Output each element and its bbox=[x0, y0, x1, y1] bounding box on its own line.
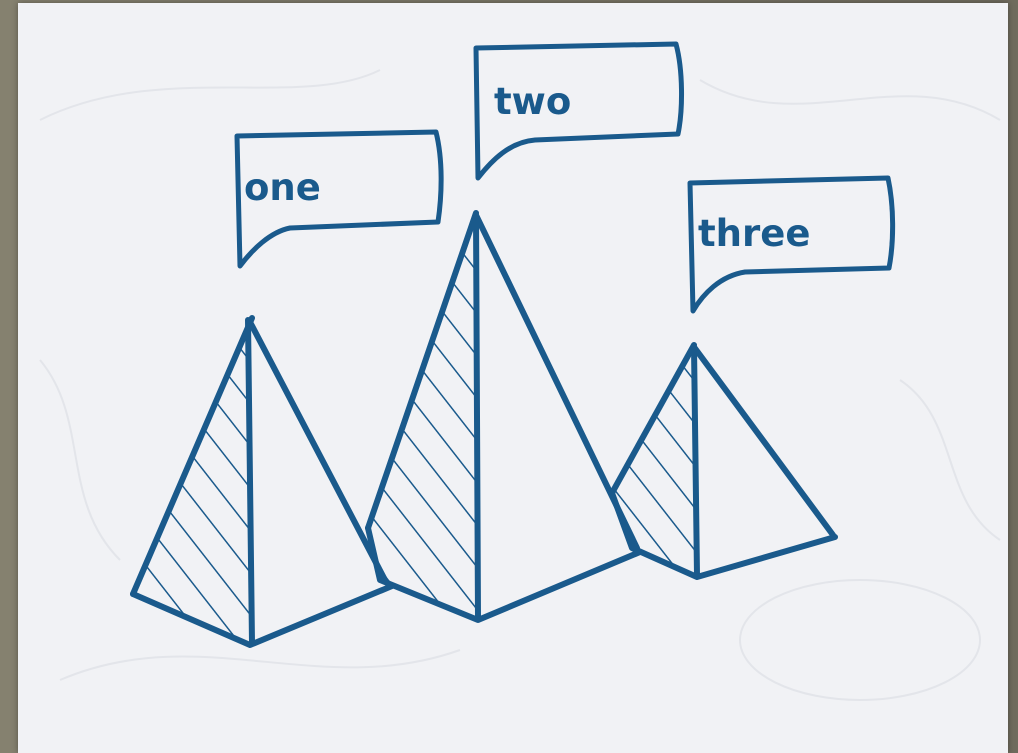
callout-one: one bbox=[234, 129, 444, 269]
callout-three: three bbox=[687, 175, 896, 314]
pyramid-one-left-edge bbox=[130, 315, 255, 597]
callout-two: two bbox=[473, 41, 684, 181]
pyramid-one-center-edge bbox=[245, 317, 255, 646]
pyramid-three bbox=[609, 342, 838, 580]
pyramid-three-right-edge bbox=[691, 344, 836, 538]
callout-one-bubble bbox=[234, 129, 444, 269]
pyramid-one bbox=[130, 315, 395, 648]
pyramid-one-right-edge bbox=[247, 319, 388, 583]
pyramid-one-base bbox=[130, 583, 395, 648]
pyramid-two-left-edge bbox=[365, 210, 479, 531]
callout-three-bubble bbox=[687, 175, 896, 314]
background-doodles bbox=[39, 69, 1001, 701]
pyramid-sketch: one two three bbox=[39, 41, 1001, 701]
pyramid-two-base bbox=[365, 525, 643, 623]
pyramid-two-center-edge bbox=[473, 212, 481, 621]
pyramid-three-base bbox=[609, 490, 838, 580]
pyramid-three-center-edge bbox=[691, 344, 700, 578]
pyramid-two bbox=[365, 210, 643, 623]
pyramid-three-left-edge bbox=[609, 342, 697, 496]
label-three: three bbox=[698, 212, 810, 255]
label-one: one bbox=[244, 166, 321, 209]
pyramid-three-hatching bbox=[612, 345, 696, 575]
callout-two-bubble bbox=[473, 41, 684, 181]
label-two: two bbox=[494, 80, 571, 123]
whiteboard-canvas: one two three bbox=[18, 3, 1008, 753]
